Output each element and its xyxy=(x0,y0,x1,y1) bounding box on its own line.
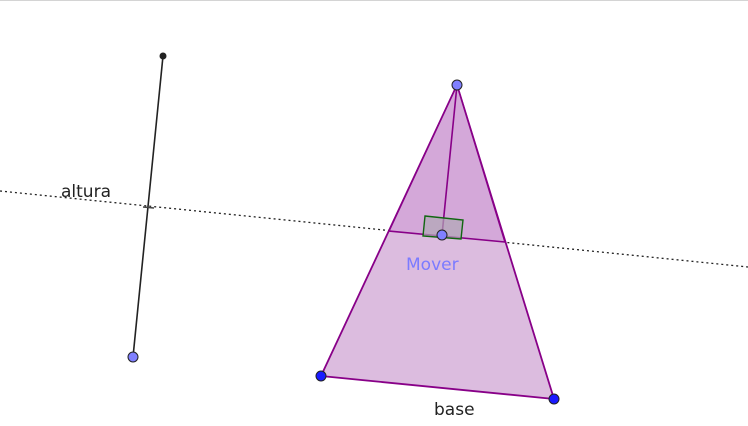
dotted-line[interactable] xyxy=(0,190,748,268)
altura-top-point[interactable] xyxy=(159,52,167,60)
base-right-point[interactable] xyxy=(548,393,560,405)
right-angle-marker xyxy=(422,215,464,240)
mover-label: Mover xyxy=(406,255,459,275)
altura-midpoint-tick xyxy=(142,206,155,209)
altura-segment[interactable] xyxy=(132,55,164,358)
height-segment[interactable] xyxy=(441,84,458,236)
altura-bottom-point[interactable] xyxy=(127,351,139,363)
base-label: base xyxy=(434,400,475,420)
altura-label: altura xyxy=(61,182,111,202)
apex-point[interactable] xyxy=(451,79,463,91)
base-left-point[interactable] xyxy=(315,370,327,382)
mover-point[interactable] xyxy=(436,229,448,241)
